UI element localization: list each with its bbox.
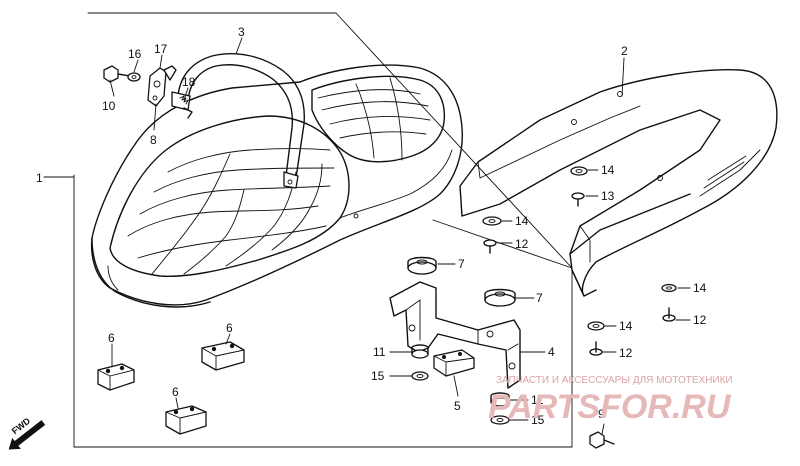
callout-7a: 7: [458, 257, 465, 271]
callout-17: 17: [154, 42, 168, 56]
callout-1: 1: [36, 171, 43, 185]
clip-17: [163, 65, 177, 81]
rubber-pad-6a: [97, 363, 135, 391]
callout-7b: 7: [536, 291, 543, 305]
rubber-pad-6b: [201, 341, 245, 371]
callout-labels: 1 2 3 4 5 6 6 6 7 7 8 9 10 11 11 12 12 1…: [36, 25, 707, 427]
rear-cowl: [459, 69, 778, 297]
washer-14d: [587, 321, 605, 331]
spring-18: [179, 95, 193, 119]
nut-15a: [411, 371, 429, 381]
callout-12c: 12: [619, 346, 633, 360]
seat-assembly-frame: [73, 12, 573, 448]
washer-16: [127, 72, 141, 82]
screw-12c: [589, 341, 603, 356]
nut-15b: [490, 415, 510, 425]
callout-2: 2: [621, 44, 628, 58]
grab-strap: [171, 53, 305, 189]
callout-4: 4: [548, 345, 555, 359]
washer-14b: [482, 216, 502, 226]
fwd-arrow: FWD: [8, 415, 46, 450]
callout-9: 9: [598, 407, 605, 421]
seat-assembly-frame-right: [432, 219, 573, 269]
seat-bracket: [389, 281, 521, 389]
cushion-rubber-7b: [484, 288, 516, 307]
callout-8: 8: [150, 133, 157, 147]
callout-5: 5: [454, 399, 461, 413]
callout-15b: 15: [531, 413, 545, 427]
callout-15a: 15: [371, 369, 385, 383]
bracket-block-5: [433, 349, 475, 377]
screw-12b: [662, 307, 676, 322]
cushion-rubber-7a: [407, 256, 437, 275]
watermark: PARTSFOR.RU ЗАПЧАСТИ И АКСЕССУАРЫ ДЛЯ МО…: [488, 375, 733, 426]
callout-10: 10: [102, 99, 116, 113]
callout-14c: 14: [693, 281, 707, 295]
collar-11a: [411, 344, 429, 359]
fwd-arrow-icon: [8, 420, 46, 450]
washer-14a: [570, 166, 588, 176]
callout-11b: 11: [531, 393, 544, 407]
callout-14d: 14: [619, 319, 633, 333]
bolt-9: [589, 431, 615, 449]
callout-12a: 12: [515, 237, 529, 251]
callout-6c: 6: [172, 385, 179, 399]
callout-14a: 14: [601, 163, 615, 177]
callout-12b: 12: [693, 313, 707, 327]
strap-bracket-8: [147, 67, 167, 107]
leader-lines: [43, 37, 691, 435]
rubber-pad-6c: [165, 405, 207, 435]
callout-6a: 6: [108, 331, 115, 345]
callout-16: 16: [128, 47, 142, 61]
seat: [90, 64, 463, 308]
washer-14c: [661, 283, 677, 293]
callout-14b: 14: [515, 214, 529, 228]
callout-3: 3: [238, 25, 245, 39]
bolt-10: [103, 65, 131, 83]
collar-11b: [490, 392, 510, 407]
callout-11a: 11: [373, 345, 386, 359]
screw-13: [571, 192, 585, 207]
watermark-text: ЗАПЧАСТИ И АКСЕССУАРЫ ДЛЯ МОТОТЕХНИКИ: [496, 375, 733, 386]
callout-6b: 6: [226, 321, 233, 335]
callout-18: 18: [182, 75, 196, 89]
callout-13: 13: [601, 189, 615, 203]
watermark-logo: PARTSFOR.RU: [488, 388, 732, 426]
screw-12a: [483, 239, 497, 254]
